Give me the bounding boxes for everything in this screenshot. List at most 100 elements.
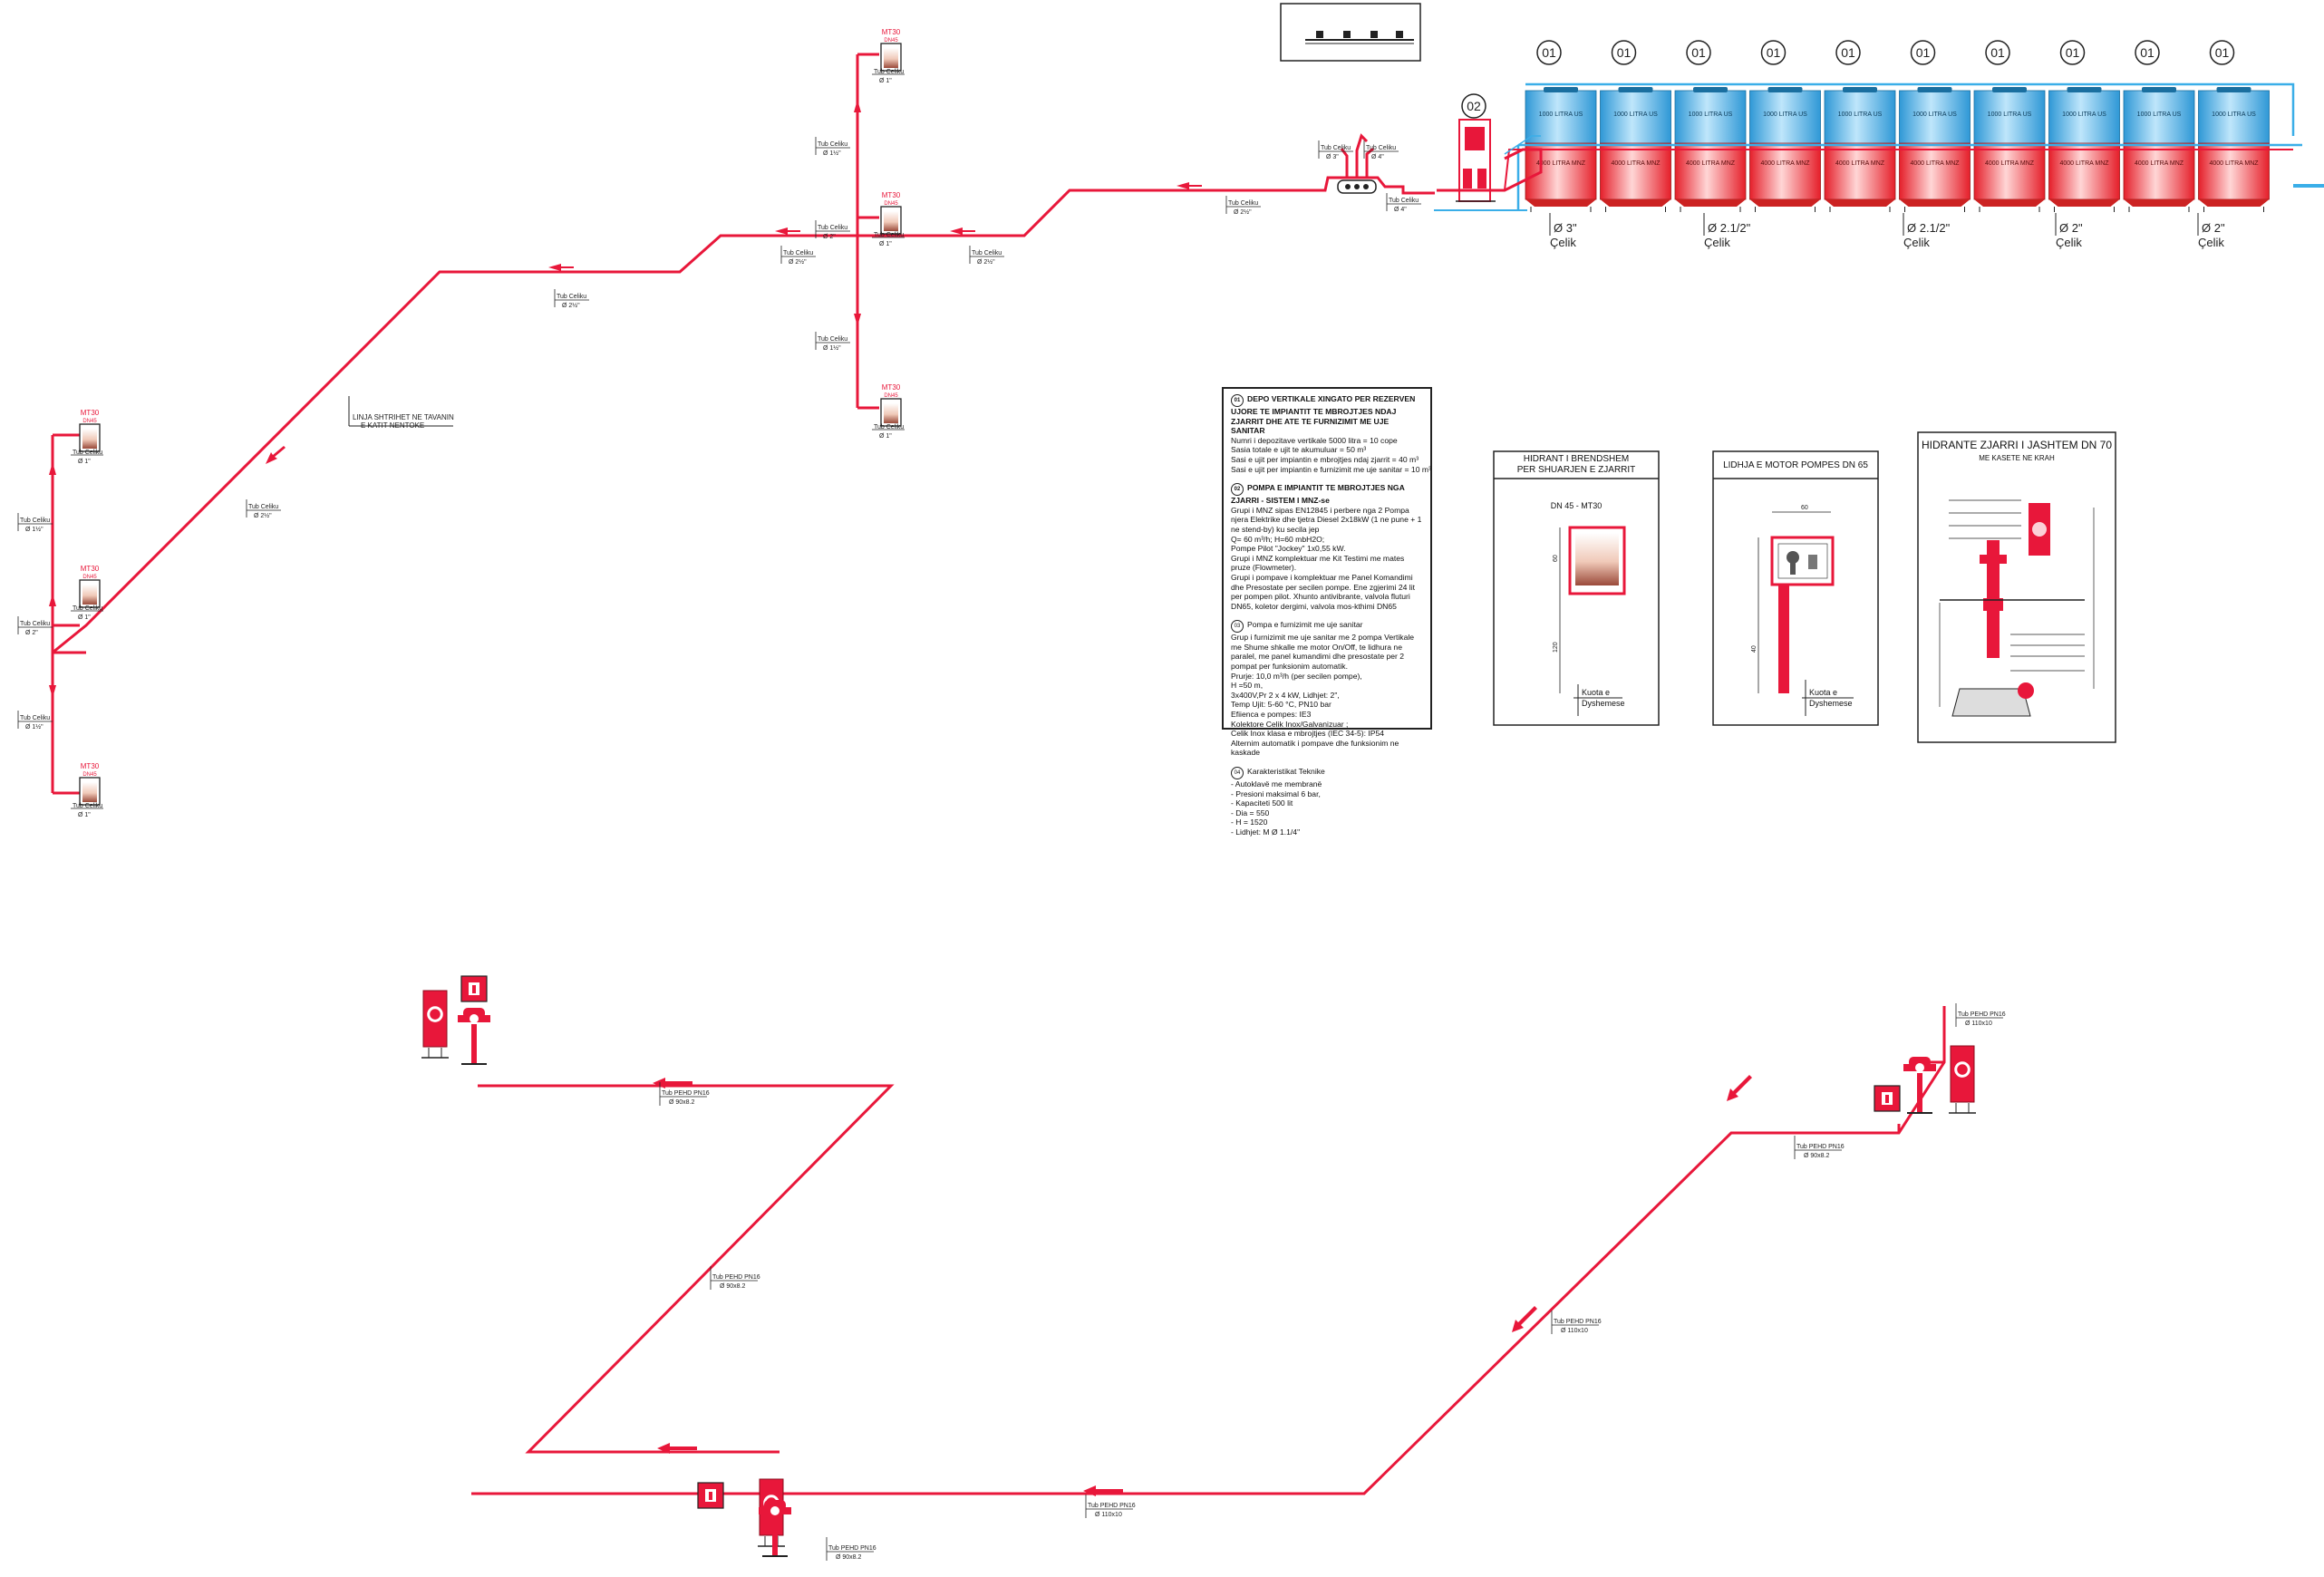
pipe-material: Tub Celiku	[557, 294, 586, 300]
note-line: Sasi e ujit per impiantin e mbrojtjes nd…	[1231, 454, 1419, 464]
tank-upper-label: 1000 LITRA US	[1838, 111, 1883, 118]
tank-pipe-material: Çelik	[1903, 236, 1930, 249]
note-line: Numri i depozitave vertikale 5000 litra …	[1231, 435, 1398, 445]
fire-hydrant-pillar	[759, 1500, 791, 1557]
pipe-label: Tub Celiku Ø 2"	[815, 220, 850, 240]
water-tank: 1000 LITRA US 4000 LITRA MNZ 01	[2198, 40, 2270, 212]
detail-pump-floor-1: Kuota e	[1809, 688, 1837, 697]
tank-tag-circle	[1985, 40, 2010, 65]
note-num-1: 01	[1231, 394, 1244, 407]
pipe-size: Ø 2"	[25, 630, 38, 636]
pipe-size: Ø 2½"	[1234, 208, 1252, 216]
detail-pump-title: LIDHJA E MOTOR POMPES DN 65	[1723, 460, 1868, 470]
tank-pipe-size: Ø 3"	[1554, 221, 1577, 235]
detail-pump-floor-2: Dyshemese	[1809, 699, 1853, 708]
tank-upper-label: 1000 LITRA US	[1539, 111, 1583, 118]
pipe-size: Ø 2½"	[562, 302, 580, 309]
note-line: Grupi i MNZ komplektuar me Kit Testimi m…	[1231, 553, 1405, 573]
cabinet-pipe-label: Tub Celiku	[73, 605, 102, 612]
pipe-material: Tub PEHD PN16	[1554, 1319, 1602, 1325]
cabinet-pipe-size: Ø 1"	[879, 241, 892, 247]
note-line: Alternim automatik i pompave dhe funksio…	[1231, 738, 1399, 758]
pipe-size: Ø 110x10	[1965, 1021, 1992, 1027]
tank-upper-label: 1000 LITRA US	[2212, 111, 2256, 118]
tank-lower-label: 4000 LITRA MNZ	[2209, 160, 2259, 167]
pipe-material: Tub PEHD PN16	[1088, 1503, 1136, 1509]
note-line: - Autoklavë me membranë	[1231, 779, 1322, 788]
tank-lower-label: 4000 LITRA MNZ	[1835, 160, 1885, 167]
tank-tag: 01	[2215, 45, 2230, 60]
pipe-material: Tub Celiku	[818, 225, 847, 231]
pipe-size: Ø 2½"	[789, 258, 807, 266]
cabinet-dn: DN45	[82, 772, 97, 778]
note-line: Temp Ujit: 5-60 °C, PN10 bar	[1231, 700, 1331, 710]
pipe-size: Ø 2½"	[977, 258, 995, 266]
tank-tag-circle	[1910, 40, 1936, 65]
pipe-size: Ø 2"	[823, 234, 836, 240]
tank-lower-label: 4000 LITRA MNZ	[1760, 160, 1810, 167]
note-num-4: 04	[1231, 767, 1244, 779]
pipe-material: Tub Celiku	[818, 336, 847, 343]
cabinet-dn: DN45	[82, 419, 97, 424]
note-line: Kolektore Celik Inox/Galvanizuar ;	[1231, 719, 1349, 729]
cabinet-type: MT30	[882, 28, 901, 36]
note-line: - Lidhjet: M Ø 1.1/4"	[1231, 827, 1301, 837]
tank-lower-label: 4000 LITRA MNZ	[1611, 160, 1661, 167]
pipe-size: Ø 90x8.2	[720, 1283, 746, 1290]
cabinet-pipe-label: Tub Celiku	[73, 450, 102, 456]
pipe-size: Ø 4"	[1394, 207, 1407, 213]
tank-pipe-material: Çelik	[2198, 236, 2224, 249]
tank-pipe-size: Ø 2.1/2"	[1708, 221, 1751, 235]
cabinet-pipe-label: Tub Celiku	[874, 69, 904, 75]
cabinet-type: MT30	[81, 409, 100, 417]
tank-tag-circle	[1536, 40, 1562, 65]
tank-pipe-size: Ø 2"	[2202, 221, 2225, 235]
pipe-material: Tub PEHD PN16	[1958, 1011, 2006, 1018]
riser-note-line2: E KATIT NENTOKE	[361, 421, 424, 430]
valve-legend	[1280, 3, 1421, 62]
tank-lower-label: 4000 LITRA MNZ	[2135, 160, 2184, 167]
tank-pipe-size: Ø 2"	[2059, 221, 2083, 235]
tank-tag: 01	[1990, 45, 2005, 60]
cabinet-pipe-size: Ø 1"	[78, 459, 91, 465]
note-line: Q= 60 m³/h; H=60 mbH2O;	[1231, 534, 1325, 544]
cabinet-type: MT30	[882, 383, 901, 392]
pipe-material: Tub Celiku	[20, 715, 50, 721]
detail-hydrant-dim-a: 60	[1553, 555, 1559, 562]
note-line: - Presioni maksimal 6 bar,	[1231, 788, 1321, 798]
tank-tag: 01	[1542, 45, 1556, 60]
cabinet-pipe-size: Ø 1"	[879, 433, 892, 440]
detail-hydrant-subtitle: DN 45 - MT30	[1551, 501, 1603, 510]
note-num-3: 03	[1231, 620, 1244, 634]
note-line: Prurje: 10,0 m³/h (per secilen pompe),	[1231, 671, 1362, 681]
pipe-material: Tub Celiku	[1366, 145, 1396, 151]
detail-external-title: HIDRANTE ZJARRI I JASHTEM DN 70	[1922, 439, 2112, 451]
tank-upper-label: 1000 LITRA US	[2137, 111, 2182, 118]
tank-upper-label: 1000 LITRA US	[1613, 111, 1658, 118]
tank-tag: 01	[1916, 45, 1931, 60]
hose-box	[1949, 1045, 1976, 1114]
hose-box	[421, 990, 449, 1059]
tank-lower-label: 4000 LITRA MNZ	[2059, 160, 2109, 167]
note-line: H =50 m,	[1231, 681, 1264, 691]
pipe-material: Tub Celiku	[818, 141, 847, 148]
detail-pump-drawing: LIDHJA E MOTOR POMPES DN 65 60 40 Kuota …	[1712, 450, 1879, 726]
tank-tag-circle	[2059, 40, 2086, 65]
riser-note-line1: LINJA SHTRIHET NE TAVANIN	[353, 413, 454, 421]
